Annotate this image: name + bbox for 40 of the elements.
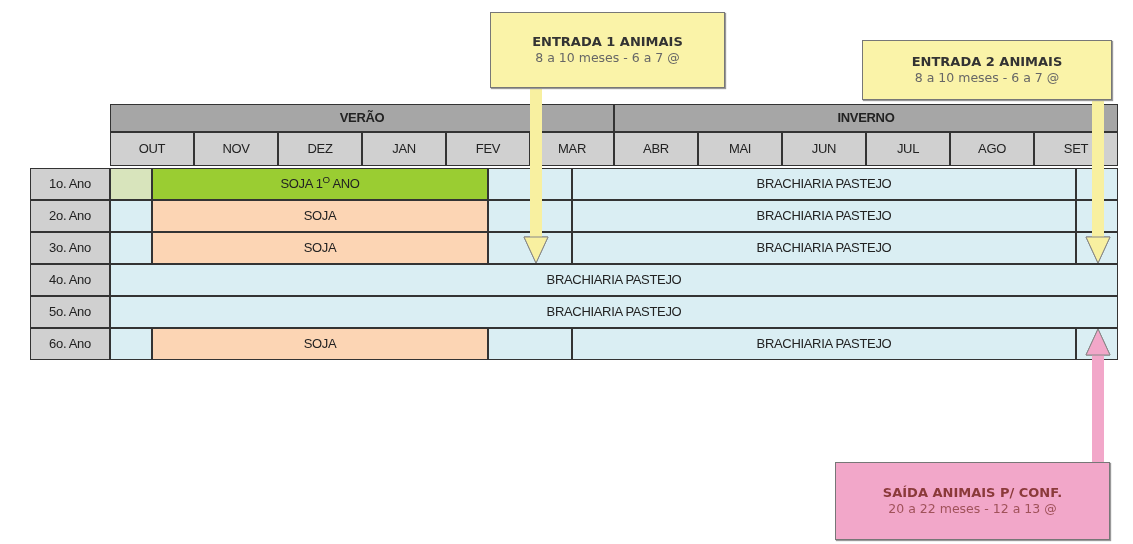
callout-title: ENTRADA 2 ANIMAIS xyxy=(911,54,1063,71)
month-header: NOV xyxy=(194,132,278,166)
year-label: 5o. Ano xyxy=(30,296,110,328)
callout-text: 20 a 22 meses - 12 a 13 @ xyxy=(888,501,1057,517)
callout-box xyxy=(490,12,725,88)
season-header: INVERNO xyxy=(614,104,1118,132)
year-label: 3o. Ano xyxy=(30,232,110,264)
block-arrow xyxy=(1085,100,1111,264)
callout-title: SAÍDA ANIMAIS P/ CONF. xyxy=(882,485,1063,502)
month-header: DEZ xyxy=(278,132,362,166)
crop-bar: SOJA 1$^{O}$ ANO xyxy=(152,168,488,200)
year-label: 1o. Ano xyxy=(30,168,110,200)
year-label: 4o. Ano xyxy=(30,264,110,296)
month-header: FEV xyxy=(446,132,530,166)
pasture-bar: BRACHIARIA PASTEJO xyxy=(572,200,1076,232)
month-header: JUN xyxy=(782,132,866,166)
month-header: AGO xyxy=(950,132,1034,166)
month-header: OUT xyxy=(110,132,194,166)
pasture-bar: BRACHIARIA PASTEJO xyxy=(572,328,1076,360)
season-header: VERÃO xyxy=(110,104,614,132)
crop-bar: SOJA xyxy=(152,328,488,360)
month-header: ABR xyxy=(614,132,698,166)
callout-title: ENTRADA 1 ANIMAIS xyxy=(532,34,683,51)
year-label: 6o. Ano xyxy=(30,328,110,360)
crop-bar: SOJA xyxy=(152,232,488,264)
pasture-bar: BRACHIARIA PASTEJO xyxy=(572,168,1076,200)
block-arrow xyxy=(523,88,549,264)
month-header: JUL xyxy=(866,132,950,166)
pasture-bar: BRACHIARIA PASTEJO xyxy=(110,296,1118,328)
crop-bar: SOJA xyxy=(152,200,488,232)
callout-box xyxy=(835,462,1110,540)
pasture-bar: BRACHIARIA PASTEJO xyxy=(110,264,1118,296)
month-header: JAN xyxy=(362,132,446,166)
callout-text: 8 a 10 meses - 6 a 7 @ xyxy=(914,70,1060,86)
callout-box xyxy=(862,40,1112,100)
year-label: 2o. Ano xyxy=(30,200,110,232)
callout-text: 8 a 10 meses - 6 a 7 @ xyxy=(535,50,680,66)
block-arrow xyxy=(1085,328,1111,462)
pasture-bar: BRACHIARIA PASTEJO xyxy=(572,232,1076,264)
month-header: MAI xyxy=(698,132,782,166)
